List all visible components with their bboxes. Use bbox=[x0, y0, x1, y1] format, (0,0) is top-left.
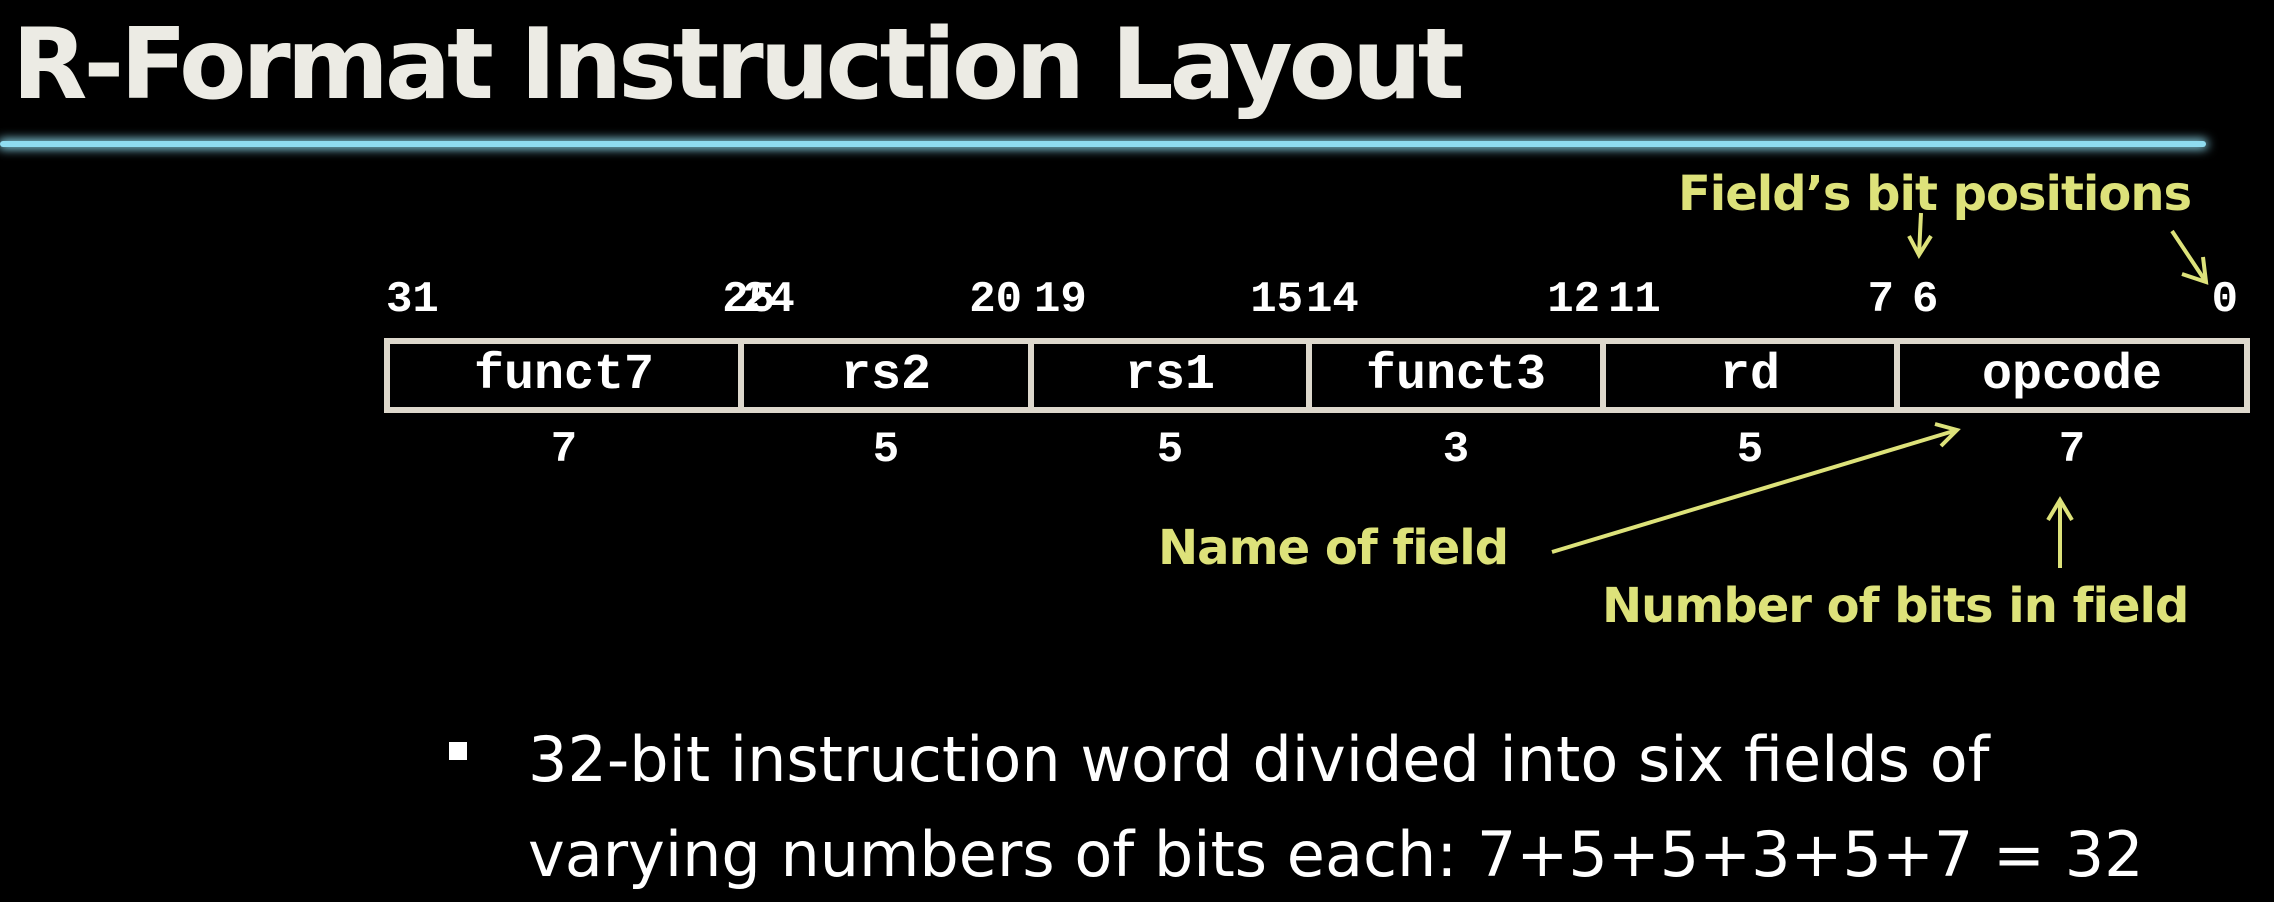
field-bit-count: 5 bbox=[1736, 425, 1764, 475]
arrow-to-opcode-name bbox=[1551, 422, 1961, 554]
bit-position-hi: 19 bbox=[1034, 275, 1087, 325]
field-box-funct7: funct7 bbox=[384, 338, 744, 413]
field-bit-count: 7 bbox=[550, 425, 578, 475]
field-bit-count: 3 bbox=[1442, 425, 1470, 475]
bullet-line-1: 32-bit instruction word divided into six… bbox=[528, 723, 1990, 796]
bit-position-lo: 25 bbox=[722, 275, 775, 325]
bit-position-hi: 6 bbox=[1912, 275, 1939, 325]
field-bit-count: 7 bbox=[2058, 425, 2086, 475]
bit-position-lo: 15 bbox=[1250, 275, 1303, 325]
bit-position-hi: 31 bbox=[386, 275, 439, 325]
field-bit-count: 5 bbox=[872, 425, 900, 475]
bit-position-hi: 24 bbox=[742, 275, 795, 325]
field-bit-count: 5 bbox=[1156, 425, 1184, 475]
bit-position-hi: 11 bbox=[1608, 275, 1661, 325]
bit-position-lo: 12 bbox=[1547, 275, 1600, 325]
annotation-number-of-bits: Number of bits in field bbox=[1602, 578, 2189, 634]
bullet-text: 32-bit instruction word divided into six… bbox=[528, 712, 2228, 902]
field-box-funct3: funct3 bbox=[1306, 338, 1606, 413]
title-underline bbox=[0, 141, 2206, 147]
arrow-to-bit-6 bbox=[1907, 212, 1933, 259]
bullet-marker bbox=[449, 742, 467, 760]
arrow-to-opcode-width bbox=[2046, 496, 2074, 568]
field-box-opcode: opcode bbox=[1894, 338, 2250, 413]
bit-position-hi: 14 bbox=[1306, 275, 1359, 325]
annotation-name-of-field: Name of field bbox=[1158, 520, 1509, 576]
bit-position-lo: 0 bbox=[2211, 275, 2238, 325]
arrow-to-bit-0 bbox=[2170, 229, 2209, 285]
annotation-bit-positions: Field’s bit positions bbox=[1678, 166, 2192, 222]
bit-position-lo: 7 bbox=[1867, 275, 1894, 325]
field-box-rs2: rs2 bbox=[738, 338, 1034, 413]
bit-position-lo: 20 bbox=[969, 275, 1022, 325]
field-box-rs1: rs1 bbox=[1028, 338, 1312, 413]
page-title: R-Format Instruction Layout bbox=[12, 8, 1465, 122]
bullet-line-2: varying numbers of bits each: 7+5+5+3+5+… bbox=[528, 818, 2144, 891]
